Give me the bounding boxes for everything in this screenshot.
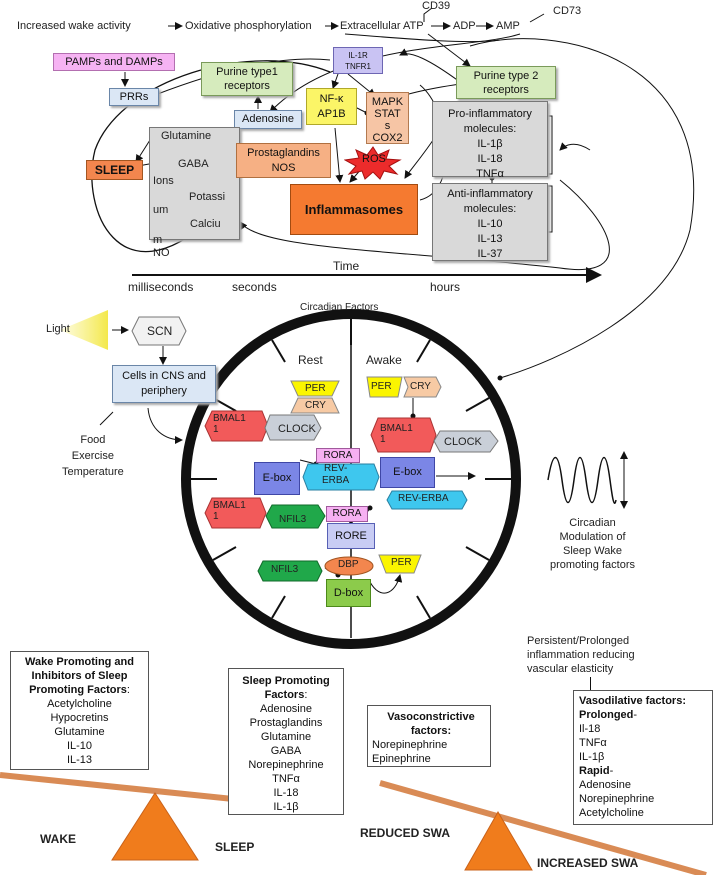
reduced-swa-label: REDUCED SWA [360, 826, 451, 840]
purine-type2-receptors: Purine type 2 receptors [456, 66, 556, 99]
reverba-center-shape [302, 463, 380, 491]
light-label: Light [46, 323, 70, 335]
gaba: GABA [178, 158, 209, 170]
cry-rest: CRY [305, 400, 326, 411]
pro-inflammatory-box: Pro-inflammatory molecules: IL-1β IL-18 … [432, 101, 548, 180]
increased-wake-activity: Increased wake activity [17, 20, 131, 32]
mapk-stats-cox2: MAPK STAT s COX2 [366, 92, 409, 144]
reverba-right-shape [386, 490, 468, 510]
no: NO [153, 247, 170, 259]
inflammasomes-box: Inflammasomes [290, 184, 418, 235]
adenosine-box: Adenosine [234, 110, 302, 129]
nfil3-lower: NFIL3 [271, 564, 299, 575]
wake-label: WAKE [40, 832, 76, 846]
clock-rest: CLOCK [278, 423, 316, 435]
pamps-and-damps: PAMPs and DAMPs [53, 53, 175, 71]
clock-awake: CLOCK [444, 436, 482, 448]
time-label: Time [333, 259, 360, 273]
adp: ADP [453, 20, 476, 32]
ebox-rest: E-box [254, 462, 300, 495]
bmal-clock-awake [370, 417, 499, 453]
sleep-label: SLEEP [215, 840, 255, 854]
vasodilative-box: Vasodilative factors: Prolonged- Il-18 T… [573, 690, 713, 825]
sleep-promoting-box: Sleep Promoting Factors: Adenosine Prost… [228, 668, 344, 815]
bmal-awake: BMAL1 1 [380, 423, 413, 445]
cd39: CD39 [422, 0, 451, 12]
prrs: PRRs [109, 88, 159, 106]
m: m [153, 234, 163, 246]
per-cry-rest [290, 380, 340, 414]
dbp-ellipse [324, 556, 374, 576]
amp: AMP [496, 20, 520, 32]
dbox: D-box [326, 579, 371, 607]
bmal-rest-2: BMAL1 1 [213, 500, 246, 522]
vasoconstrictive-box: Vasoconstrictive factors: Norepinephrine… [367, 705, 491, 767]
ions: Ions [153, 175, 174, 187]
rore-box: RORE [327, 523, 375, 549]
sleep-box: SLEEP [86, 160, 143, 180]
bmal-clock-rest [204, 410, 322, 442]
bmal-rest: BMAL1 1 [213, 413, 246, 435]
nfil3-rest: NFIL3 [279, 514, 307, 525]
time-hours: hours [430, 280, 461, 294]
nfk-ap1b: NF-κ AP1B [306, 88, 357, 125]
um: um [153, 204, 169, 216]
purine-type1-receptors: Purine type1 receptors [201, 62, 293, 96]
cd73: CD73 [553, 5, 582, 17]
ros-burst [344, 146, 402, 180]
per-lower-shape [378, 554, 422, 574]
extracellular-atp: Extracellular ATP [340, 20, 424, 32]
time-milliseconds: milliseconds [128, 280, 194, 294]
time-seconds: seconds [232, 280, 277, 294]
cells-cns-periphery: Cells in CNS and periphery [112, 365, 216, 403]
wake-promoting-box: Wake Promoting and Inhibitors of Sleep P… [10, 651, 149, 770]
neurotransmitter-box [149, 127, 240, 240]
anti-inflammatory-box: Anti-inflammatory molecules: IL-10 IL-13… [432, 183, 548, 261]
calcium: Calciu [190, 218, 221, 230]
prostaglandins-nos: Prostaglandins NOS [236, 143, 331, 178]
reverba-center: REV- ERBA [322, 463, 350, 486]
dbp-label: DBP [338, 559, 359, 570]
rora-middle: RORA [326, 506, 368, 522]
per-awake: PER [371, 381, 392, 392]
rest-label: Rest [298, 353, 323, 367]
scn-label: SCN [147, 324, 173, 338]
ebox-awake: E-box [380, 457, 435, 488]
nfil3-lower-shape [257, 560, 323, 582]
glutamine: Glutamine [161, 130, 212, 142]
bmal-nfil3 [204, 497, 326, 529]
awake-label: Awake [366, 353, 402, 367]
reverba-right: REV-ERBA [398, 493, 449, 504]
cry-awake: CRY [410, 381, 431, 392]
increased-swa-label: INCREASED SWA [537, 856, 639, 870]
scn-hexagon [131, 316, 187, 346]
rora-top: RORA [316, 448, 360, 463]
oxidative-phosphorylation: Oxidative phosphorylation [185, 20, 312, 32]
per-lower: PER [391, 557, 412, 568]
circadian-modulation: Circadian Modulation of Sleep Wake promo… [550, 517, 635, 571]
food-exercise-temperature: Food Exercise Temperature [62, 434, 124, 478]
il1r-tnfr1: IL-1R TNFR1 [333, 47, 383, 74]
ros-label: ROS [362, 153, 386, 165]
persistent-arrow [590, 677, 591, 691]
circadian-factors-title: Circadian Factors [300, 302, 379, 313]
per-rest: PER [305, 383, 326, 394]
potassium: Potassi [189, 191, 226, 203]
persistent-inflammation-note: Persistent/Prolonged inflammation reduci… [527, 635, 635, 675]
per-cry-awake [366, 376, 442, 398]
